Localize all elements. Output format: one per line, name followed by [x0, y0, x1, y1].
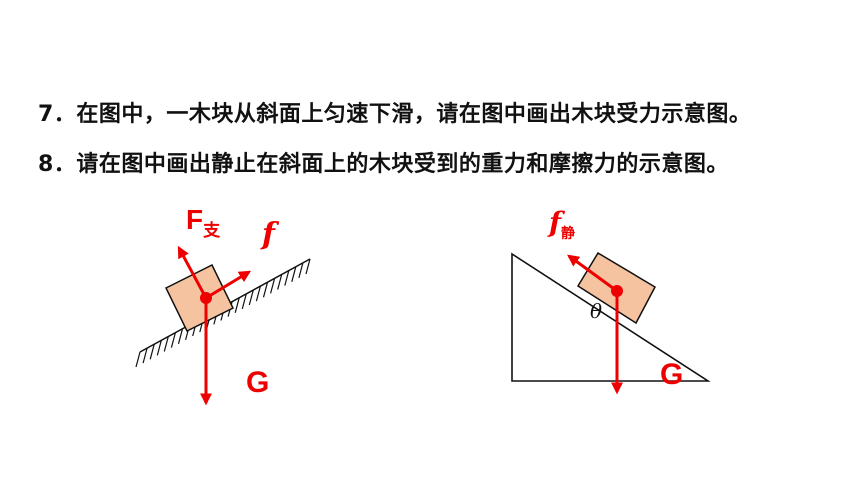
hatch-line [170, 332, 176, 348]
triangle-incline [511, 252, 711, 382]
question-7-text: 在图中，一木块从斜面上匀速下滑，请在图中画出木块受力示意图。 [76, 102, 752, 127]
friction-label: f [260, 217, 280, 252]
friction-arrow [205, 270, 252, 300]
hatch-line [234, 297, 240, 313]
wooden-block-1 [165, 263, 234, 333]
question-7-number: 7． [38, 102, 77, 127]
hatch-line [177, 328, 184, 344]
hatch-line [156, 340, 162, 356]
center-of-mass-dot-2 [611, 285, 623, 297]
hatch-line [291, 266, 297, 282]
hatch-line [255, 285, 261, 302]
hatch-line [163, 336, 169, 352]
hatch-line [142, 347, 148, 364]
question-7: 7．在图中，一木块从斜面上匀速下滑，请在图中画出木块受力示意图。 [38, 96, 751, 128]
hatch-line [277, 274, 283, 290]
static-friction-label: f静 [547, 206, 575, 242]
question-8-text: 请在图中画出静止在斜面上的木块受到的重力和摩擦力的示意图。 [76, 152, 729, 177]
gravity-label-2: G [660, 358, 683, 391]
hatch-line [135, 351, 141, 368]
hatch-line [270, 278, 276, 294]
center-of-mass-dot [200, 292, 212, 304]
hatch-line [284, 270, 290, 286]
question-8: 8．请在图中画出静止在斜面上的木块受到的重力和摩擦力的示意图。 [38, 146, 729, 178]
question-8-number: 8． [38, 152, 77, 177]
hatch-line [262, 282, 269, 298]
static-friction-arrow [567, 254, 618, 293]
gravity-label: G [246, 366, 269, 399]
normal-force-label: F支 [186, 204, 221, 240]
normal-force-arrow [177, 245, 208, 299]
hatch-line [305, 258, 311, 275]
hatch-line [241, 293, 247, 310]
figure-2-forces: f静 G [547, 206, 683, 395]
hatch-line [298, 262, 304, 279]
hatch-line [149, 344, 155, 360]
hatch-line [248, 289, 254, 306]
angle-label: θ [590, 299, 602, 323]
